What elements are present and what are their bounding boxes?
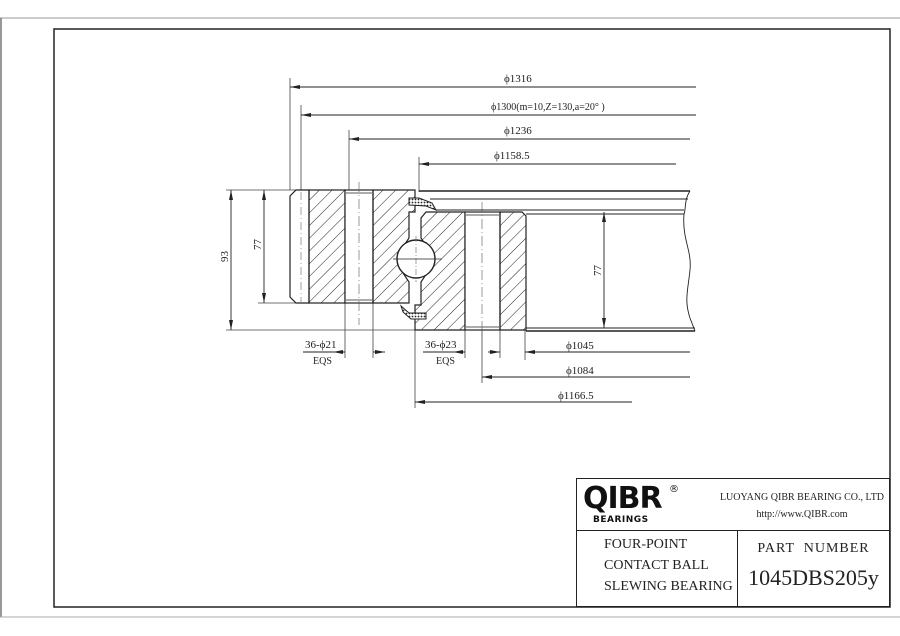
description-line: FOUR-POINT [604, 537, 688, 552]
description-line: SLEWING BEARING [604, 579, 733, 594]
seals [399, 197, 438, 320]
part-number-label: PART NUMBER [757, 541, 870, 556]
bottom-dimension-lines [303, 350, 690, 404]
company-info: LUOYANG QIBR BEARING CO., LTD http://www… [717, 489, 887, 523]
extension-lines [226, 78, 526, 408]
outer-ring [289, 182, 416, 325]
part-number-cell: PART NUMBER 1045DBS205y [738, 531, 889, 606]
page-frame [0, 17, 900, 618]
bolt-hole-inner-label: 36-ϕ23 [425, 339, 457, 351]
company-name: LUOYANG QIBR BEARING CO., LTD [719, 492, 885, 503]
height-inner-ring: 77 [592, 265, 604, 277]
inner-ring-bore [419, 190, 696, 332]
title-block: QIBR ® BEARINGS LUOYANG QIBR BEARING CO.… [576, 478, 890, 607]
dimension-d1300: ϕ1300(m=10,Z=130,a=20° ) [491, 102, 605, 113]
ball [393, 236, 442, 282]
title-block-header: QIBR ® BEARINGS LUOYANG QIBR BEARING CO.… [577, 479, 889, 531]
height-dimension-lines [229, 190, 606, 330]
dimension-d1045: ϕ1045 [566, 340, 594, 352]
product-description: FOUR-POINT CONTACT BALL SLEWING BEARING [577, 531, 738, 606]
dimension-d1158: ϕ1158.5 [494, 150, 530, 162]
top-dimension-lines [290, 85, 696, 166]
bolt-hole-outer-sub: EQS [313, 356, 332, 367]
dimension-d1084: ϕ1084 [566, 365, 594, 377]
height-total: 93 [219, 251, 231, 263]
dimension-d1236: ϕ1236 [504, 125, 532, 137]
inner-ring [414, 202, 527, 335]
height-outer-ring: 77 [252, 239, 264, 251]
description-line: CONTACT BALL [604, 558, 709, 573]
company-logo: QIBR ® BEARINGS [583, 482, 703, 528]
part-number-value: 1045DBS205y [748, 565, 879, 590]
logo-wordmark: QIBR [583, 481, 663, 516]
bolt-hole-outer-label: 36-ϕ21 [305, 339, 336, 351]
logo-subtitle: BEARINGS [593, 515, 649, 525]
registered-icon: ® [669, 484, 679, 495]
company-url: http://www.QIBR.com [756, 509, 848, 520]
bolt-hole-inner-sub: EQS [436, 356, 455, 367]
dimension-d1316: ϕ1316 [504, 73, 532, 85]
dimension-d1166: ϕ1166.5 [558, 390, 594, 402]
